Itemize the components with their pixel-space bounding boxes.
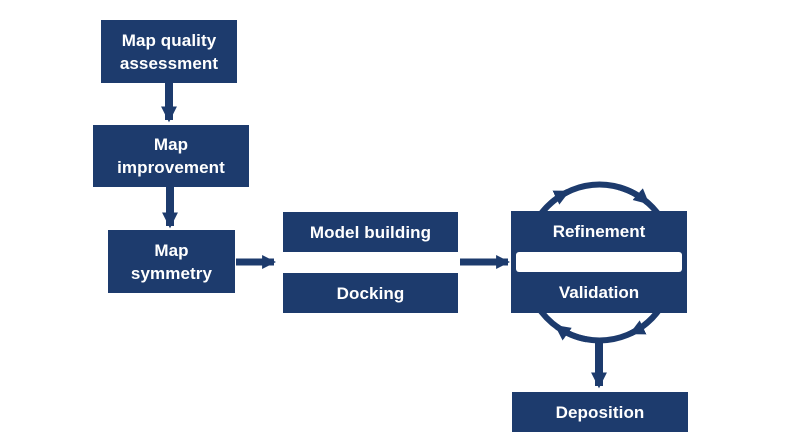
node-validation: Validation <box>558 282 640 302</box>
node-refinement: Refinement <box>552 221 646 241</box>
node-refinement-validation-group: Refinement Validation <box>511 211 687 313</box>
node-deposition: Deposition <box>512 392 688 432</box>
cycle-arrowhead-bottom-left-icon <box>554 323 588 343</box>
node-docking: Docking <box>283 273 458 313</box>
cycle-gap-band <box>516 252 682 272</box>
cycle-arrowhead-top-right-icon <box>617 184 650 206</box>
node-map-improvement: Map improvement <box>93 125 249 187</box>
node-map-quality-assessment: Map quality assessment <box>101 20 237 83</box>
cycle-arrowhead-bottom-right-icon <box>629 310 660 336</box>
node-model-building: Model building <box>283 212 458 252</box>
cycle-arrowhead-top-left-icon <box>539 189 570 215</box>
node-map-symmetry: Map symmetry <box>108 230 235 293</box>
